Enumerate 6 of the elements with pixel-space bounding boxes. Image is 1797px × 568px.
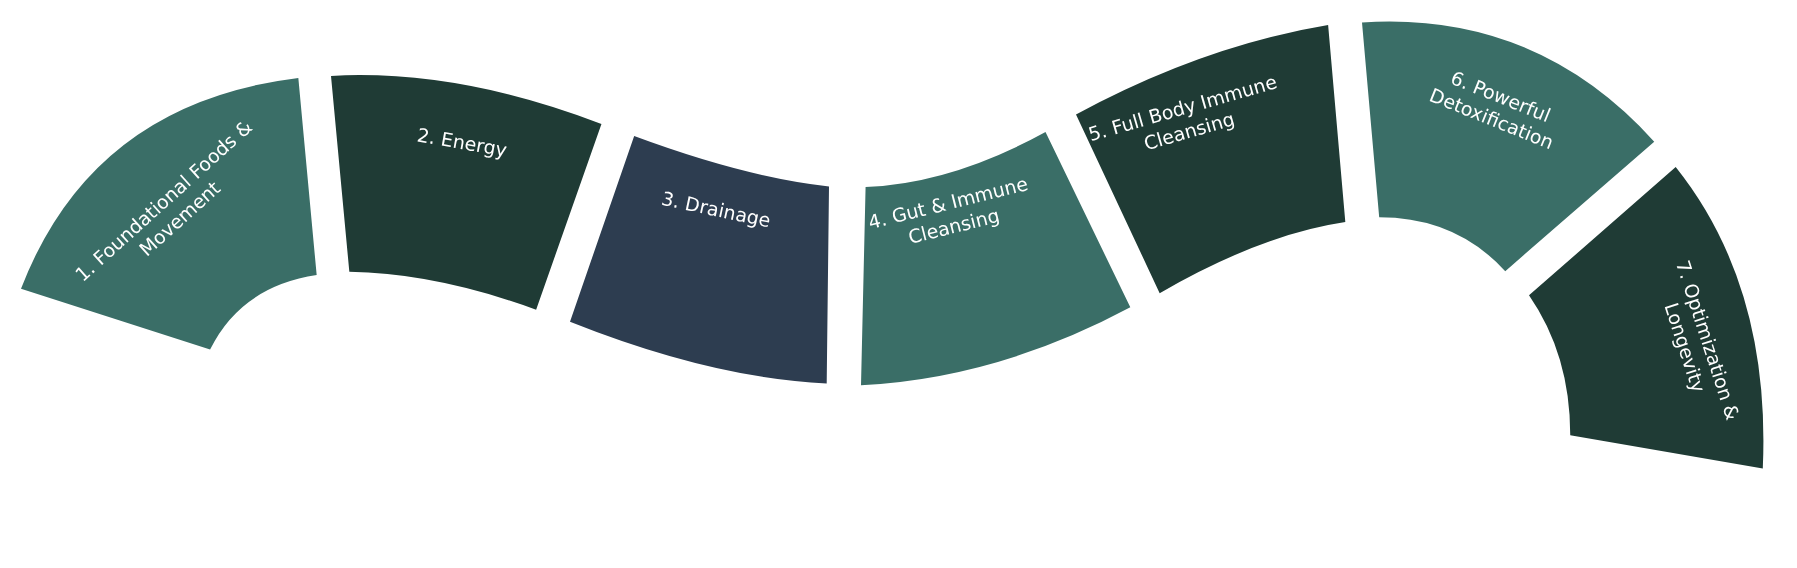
segment-label: 3. Drainage [658,185,774,234]
curved-segment [20,77,317,350]
curved-segment [1076,25,1346,294]
curved-segment [569,136,829,384]
segment-label: 4. Gut & Immune Cleansing [865,171,1032,251]
segment-label: 2. Energy [414,122,510,164]
